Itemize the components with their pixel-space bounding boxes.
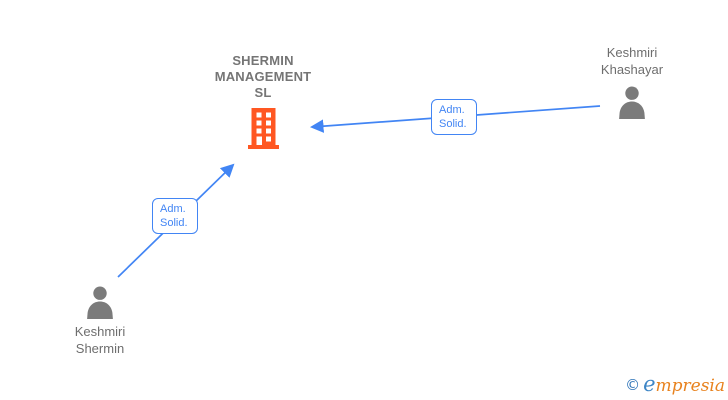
edge-label-line: Solid. <box>439 118 467 130</box>
brand-letter-e: e <box>643 372 656 396</box>
person-icon[interactable] <box>616 86 648 119</box>
brand-text: mpresia <box>655 376 726 396</box>
building-icon[interactable] <box>247 108 280 149</box>
company-name-line: SL <box>254 85 272 100</box>
edge-label-line: Solid. <box>160 217 188 229</box>
edge-label-adm-solid-khashayar: Adm. Solid. <box>431 99 477 135</box>
edge-label-line: Adm. <box>160 203 186 215</box>
person-name-line: Keshmiri <box>74 324 126 339</box>
person-node-label-khashayar[interactable]: Keshmiri Khashayar <box>572 44 692 78</box>
empresia-logo: ©empresia <box>625 372 725 396</box>
person-name-line: Khashayar <box>600 62 664 77</box>
edge-label-adm-solid-shermin: Adm. Solid. <box>152 198 198 234</box>
person-icon[interactable] <box>84 286 116 319</box>
edge-label-line: Adm. <box>439 104 465 116</box>
person-name-line: Keshmiri <box>606 45 658 60</box>
company-name-line: MANAGEMENT <box>214 69 312 84</box>
person-name-line: Shermin <box>75 341 125 356</box>
company-name-line: SHERMIN <box>232 53 294 68</box>
person-node-label-shermin[interactable]: Keshmiri Shermin <box>40 323 160 357</box>
copyright-symbol: © <box>625 376 641 394</box>
company-node-label[interactable]: SHERMIN MANAGEMENT SL <box>185 53 341 101</box>
